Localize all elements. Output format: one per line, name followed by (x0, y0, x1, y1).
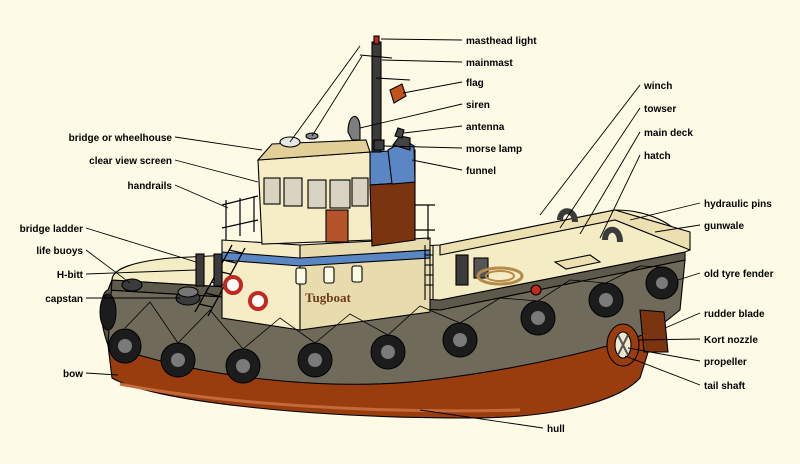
side-ladder (424, 245, 434, 300)
label-capstan: capstan (45, 294, 83, 305)
labels: masthead light mainmast flag siren anten… (20, 36, 774, 435)
label-rudder-blade: rudder blade (704, 309, 765, 320)
label-handrails: handrails (128, 181, 173, 192)
leader-lines (85, 38, 701, 429)
tyre-fenders (99, 265, 679, 384)
label-main-deck: main deck (644, 128, 693, 139)
deck-fittings (121, 208, 623, 306)
label-gunwale: gunwale (704, 221, 744, 232)
label-hull: hull (547, 424, 565, 435)
label-tail-shaft: tail shaft (704, 381, 746, 392)
label-h-bitt: H-bitt (57, 270, 84, 281)
label-morse-lamp: morse lamp (466, 144, 522, 155)
label-clear-view-screen: clear view screen (89, 156, 172, 167)
label-mainmast: mainmast (466, 58, 513, 69)
label-bridge: bridge or wheelhouse (69, 133, 173, 144)
label-hydraulic-pins: hydraulic pins (704, 199, 772, 210)
stern-gear (606, 309, 669, 367)
mast-assembly (279, 35, 411, 153)
label-masthead-light: masthead light (466, 36, 537, 47)
life-buoy-front (223, 275, 243, 295)
label-hatch: hatch (644, 151, 671, 162)
label-antenna: antenna (466, 122, 505, 133)
label-towser: towser (644, 104, 676, 115)
label-bow: bow (63, 369, 83, 380)
label-bridge-ladder: bridge ladder (20, 224, 83, 235)
life-buoy-side (248, 291, 268, 311)
label-propeller: propeller (704, 357, 747, 368)
handrails (221, 195, 435, 240)
label-life-buoys: life buoys (36, 246, 83, 257)
label-kort-nozzle: Kort nozzle (704, 335, 758, 346)
boat-name: Tugboat (305, 290, 351, 305)
superstructure (221, 135, 431, 331)
label-funnel: funnel (466, 166, 496, 177)
label-winch: winch (643, 81, 672, 92)
label-siren: siren (466, 100, 490, 111)
label-old-tyre-fender: old tyre fender (704, 269, 774, 280)
label-flag: flag (466, 78, 484, 89)
